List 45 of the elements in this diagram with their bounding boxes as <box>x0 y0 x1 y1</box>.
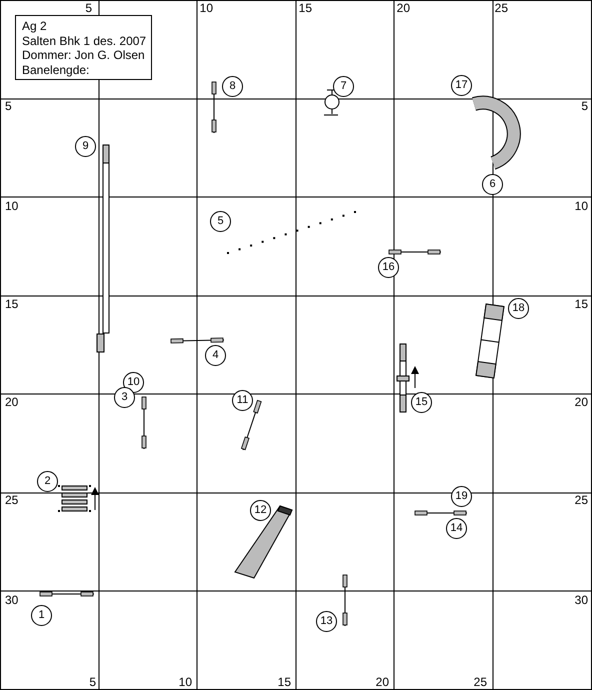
callout-number: 4 <box>205 345 226 366</box>
callout-number: 18 <box>508 298 529 319</box>
callout-number: 8 <box>222 76 243 97</box>
grid-number: 15 <box>278 675 291 689</box>
grid-number: 30 <box>574 593 588 607</box>
grid-number: 25 <box>5 493 18 507</box>
grid-number: 20 <box>376 675 389 689</box>
callout-number: 2 <box>37 471 58 492</box>
grid-number: 5 <box>581 99 588 113</box>
grid-number: 10 <box>574 199 588 213</box>
callout-number: 9 <box>75 136 96 157</box>
callout-number: 3 <box>114 387 135 408</box>
callout-number: 17 <box>451 75 472 96</box>
grid-number: 15 <box>298 1 312 15</box>
grid-number: 5 <box>89 675 96 689</box>
grid-number: 15 <box>5 297 18 311</box>
grid-number: 30 <box>5 593 18 607</box>
grid-number: 20 <box>5 395 18 409</box>
callout-number: 5 <box>210 211 231 232</box>
grid-number: 10 <box>200 1 213 15</box>
grid-number: 20 <box>574 395 588 409</box>
callout-number: 7 <box>333 76 354 97</box>
grid-number: 25 <box>574 493 588 507</box>
callout-number: 6 <box>482 174 503 195</box>
grid-number: 5 <box>5 99 12 113</box>
callout-number: 13 <box>316 611 337 632</box>
info-text: Banelengde: <box>22 62 90 77</box>
callout-number: 15 <box>411 392 432 413</box>
callout-number: 11 <box>232 390 253 411</box>
grid-number: 10 <box>178 675 192 689</box>
info-box <box>15 15 152 80</box>
grid-number: 20 <box>396 1 410 15</box>
callout-number: 14 <box>446 518 467 539</box>
callout-number: 19 <box>451 486 472 507</box>
grid-number: 25 <box>494 1 508 15</box>
callout-number: 16 <box>378 257 399 278</box>
info-text: Ag 2 <box>22 19 48 34</box>
grid-number: 10 <box>5 199 18 213</box>
grid-number: 5 <box>85 1 92 15</box>
callout-number: 1 <box>31 605 52 626</box>
callout-number: 12 <box>250 500 271 521</box>
grid-number: 25 <box>474 675 487 689</box>
info-text: Salten Bhk 1 des. 2007 <box>22 34 145 48</box>
info-text: Dommer: Jon G. Olsen <box>22 48 145 62</box>
grid-number: 15 <box>574 297 588 311</box>
